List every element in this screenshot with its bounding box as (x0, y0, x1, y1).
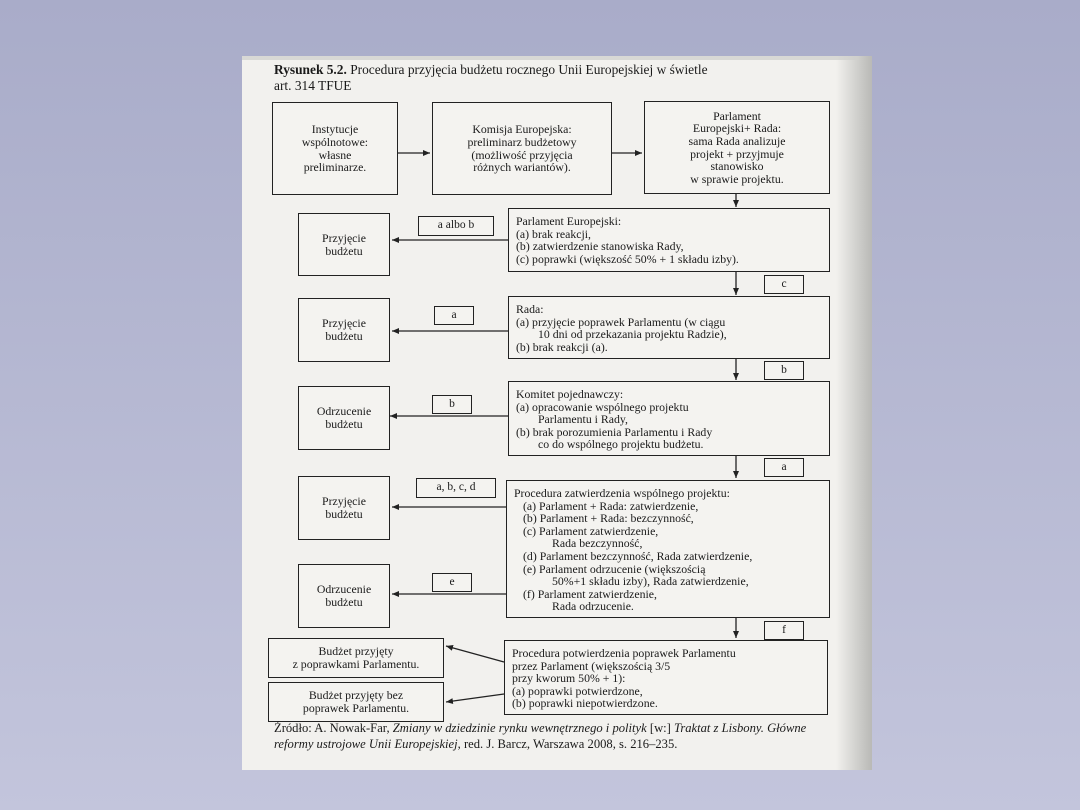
box-line: 50%+1 składu izby), Rada zatwierdzenie, (552, 574, 749, 589)
figure-title: Rysunek 5.2. Procedura przyjęcia budżetu… (274, 62, 834, 94)
box-line: w sprawie projektu. (690, 171, 784, 186)
box-line: wspólnotowe: (301, 134, 369, 149)
box-komisja: Komisja Europejska: preliminarz budżetow… (432, 102, 612, 195)
box-line: Komisja Europejska: (472, 122, 572, 137)
box-line: (b) brak reakcji (a). (516, 339, 608, 354)
tag-b-2: b (432, 395, 472, 414)
box-line: Przyjęcie (322, 316, 366, 331)
box-line: preliminarz budżetowy (467, 134, 577, 149)
box-line: (e) Parlament odrzucenie (większością (523, 561, 706, 576)
box-line: własne (318, 147, 352, 162)
source-title: Zmiany w dziedzinie rynku wewnętrznego i… (392, 721, 647, 735)
box-budzet-bez-poprawek: Budżet przyjęty bez poprawek Parlamentu. (268, 682, 444, 722)
box-przyjecie-1: Przyjęcie budżetu (298, 213, 390, 276)
figure-title-label: Rysunek 5.2. (274, 62, 347, 77)
box-line: budżetu (325, 329, 363, 343)
box-line: budżetu (325, 507, 363, 521)
box-line: budżetu (325, 243, 363, 258)
tag-c: c (764, 275, 804, 294)
figure-source: Źródło: A. Nowak-Far, Zmiany w dziedzini… (274, 720, 844, 752)
source-mid: [w:] (646, 721, 675, 735)
box-odrzucenie-1: Odrzucenie budżetu (298, 386, 390, 450)
box-line: poprawek Parlamentu. (302, 701, 410, 715)
box-line: (b) brak porozumienia Parlamentu i Rady (516, 424, 713, 439)
box-line: (a) poprawki potwierdzone, (512, 683, 643, 698)
box-line: sama Rada analizuje (688, 133, 786, 148)
box-line: Budżet przyjęty bez (308, 688, 404, 703)
box-line: (a) przyjęcie poprawek Parlamentu (w cią… (516, 314, 726, 329)
source-book: Traktat z Lisbony. Główne reformy ustroj… (274, 721, 807, 751)
box-line: budżetu (325, 595, 363, 609)
box-line: Procedura zatwierdzenia wspólnego projek… (514, 486, 730, 500)
box-line: (d) Parlament bezczynność, Rada zatwierd… (523, 548, 753, 563)
box-procedura-zatwierdzenia: Procedura zatwierdzenia wspólnego projek… (506, 480, 830, 618)
scanned-page: Rysunek 5.2. Procedura przyjęcia budżetu… (242, 56, 872, 770)
box-line: Parlamentu i Rady, (538, 412, 628, 427)
box-line: Przyjęcie (322, 494, 366, 509)
tag-f: f (764, 621, 804, 640)
tag-a-2: a (764, 458, 804, 477)
flow-arrows (390, 150, 739, 705)
box-komitet: Komitet pojednawczy: (a) opracowanie wsp… (508, 381, 830, 456)
box-line: przy kworum 50% + 1): (512, 671, 626, 686)
box-line: Rada: (516, 302, 544, 316)
box-instytucje: Instytucje wspólnotowe: własne prelimina… (272, 102, 398, 195)
box-line: (a) brak reakcji, (516, 226, 591, 241)
box-line: Komitet pojednawczy: (516, 387, 624, 401)
box-parlament-rada: Parlament Europejski+ Rada: sama Rada an… (644, 101, 830, 194)
box-line: Rada odrzucenie. (552, 599, 634, 614)
box-line: co do wspólnego projektu budżetu. (538, 437, 704, 452)
box-line: Europejski+ Rada: (692, 121, 782, 136)
page-binding-shadow (836, 56, 872, 770)
arrow-potw-bez-poprawek (445, 693, 505, 705)
box-line: (możliwość przyjęcia (471, 147, 573, 162)
tag-e: e (432, 573, 472, 592)
box-line: Budżet przyjęty (318, 644, 394, 659)
box-line: budżetu (325, 417, 363, 431)
box-line: (f) Parlament zatwierdzenie, (523, 586, 657, 601)
box-parlament-europejski: Parlament Europejski: (a) brak reakcji, … (508, 208, 830, 272)
box-rada: Rada: (a) przyjęcie poprawek Parlamentu … (508, 296, 830, 359)
box-procedura-potwierdzenia: Procedura potwierdzenia poprawek Parlame… (504, 640, 828, 715)
box-line: (b) Parlament + Rada: bezczynność, (523, 511, 694, 526)
box-line: (c) Parlament zatwierdzenie, (523, 523, 659, 538)
box-line: Procedura potwierdzenia poprawek Parlame… (512, 646, 736, 660)
source-prefix: Źródło: A. Nowak-Far, (274, 721, 393, 735)
box-line: Odrzucenie (316, 404, 372, 419)
figure-title-line2: art. 314 TFUE (274, 78, 352, 93)
source-suffix: , red. J. Barcz, Warszawa 2008, s. 216–2… (457, 737, 678, 751)
figure-title-text: Procedura przyjęcia budżetu rocznego Uni… (350, 62, 708, 77)
tag-a: a (434, 306, 474, 325)
box-przyjecie-2: Przyjęcie budżetu (298, 298, 390, 362)
arrow-potw-z-poprawkami (445, 644, 505, 663)
tag-b: b (764, 361, 804, 380)
box-line: (b) poprawki niepotwierdzone. (512, 696, 658, 711)
box-line: różnych wariantów). (473, 160, 571, 175)
box-line: Rada bezczynność, (552, 536, 643, 551)
box-line: przez Parlament (większością 3/5 (512, 658, 671, 673)
box-line: stanowisko (710, 159, 764, 174)
box-budzet-z-poprawkami: Budżet przyjęty z poprawkami Parlamentu. (268, 638, 444, 678)
box-line: (a) Parlament + Rada: zatwierdzenie, (523, 498, 699, 513)
box-line: (a) opracowanie wspólnego projektu (516, 399, 689, 414)
box-line: projekt + przyjmuje (690, 146, 784, 161)
tag-a-b-c-d: a, b, c, d (416, 478, 496, 498)
box-line: Odrzucenie (316, 582, 372, 597)
box-line: 10 dni od przekazania projektu Radzie), (538, 327, 727, 342)
box-line: preliminarze. (303, 160, 367, 175)
box-line: Instytucje (311, 122, 359, 137)
box-line: (b) zatwierdzenie stanowiska Rady, (516, 239, 684, 254)
box-line: Przyjęcie (322, 230, 366, 245)
box-odrzucenie-2: Odrzucenie budżetu (298, 564, 390, 628)
box-line: z poprawkami Parlamentu. (292, 657, 420, 671)
box-przyjecie-3: Przyjęcie budżetu (298, 476, 390, 540)
tag-a-albo-b: a albo b (418, 216, 494, 236)
page-top-edge (242, 56, 872, 60)
box-line: Parlament (713, 108, 761, 123)
box-line: (c) poprawki (większość 50% + 1 składu i… (516, 251, 739, 266)
box-line: Parlament Europejski: (516, 214, 622, 228)
